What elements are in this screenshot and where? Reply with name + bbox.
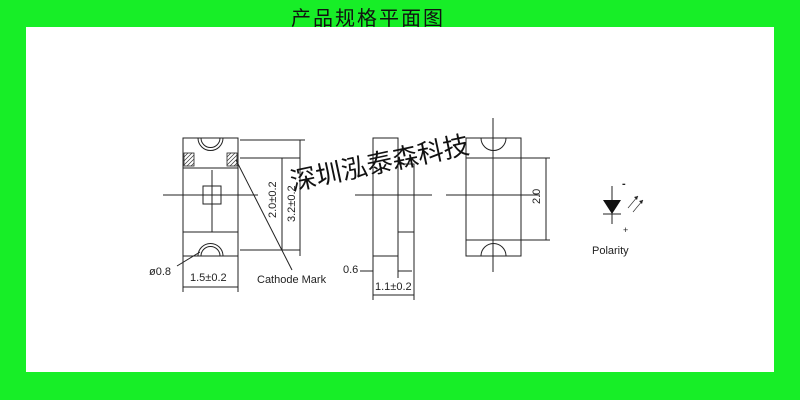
cathode-mark-label: Cathode Mark: [257, 274, 327, 286]
side-dome: [397, 163, 415, 233]
polarity-label: Polarity: [592, 245, 629, 257]
cathode-leader: [235, 159, 293, 271]
thickness-label: 1.1±0.2: [375, 281, 412, 293]
page-title: 产品规格平面图: [0, 2, 800, 31]
polarity-symbol: [603, 186, 644, 224]
width-label: 1.5±0.2: [190, 272, 227, 284]
title-text: 产品规格平面图: [291, 6, 445, 30]
top-view: [163, 137, 305, 292]
top-hole-inner: [200, 137, 221, 148]
pad-height-label: 2.0±0.2: [267, 181, 279, 218]
bottom-hole-outer: [197, 243, 224, 257]
bottom-hole-inner: [200, 246, 221, 257]
drawing-panel: [26, 27, 774, 372]
top-view-body: [182, 137, 239, 257]
emission-arrows-icon: [627, 195, 644, 213]
minus-sign: -: [622, 178, 626, 190]
plus-sign: +: [623, 225, 628, 235]
diode-triangle: [603, 200, 621, 214]
cathode-mark-left: [183, 152, 195, 167]
total-height-label: 3.2±0.2: [286, 185, 298, 222]
watermark-text: 深圳泓泰森科技: [288, 131, 472, 198]
bottom-view: [446, 118, 550, 272]
side-view: [355, 137, 432, 300]
bottom-height-label: 2.0: [531, 189, 543, 204]
hole-diameter-label: ø0.8: [149, 266, 171, 278]
hole-leader: [176, 251, 201, 267]
top-hole-outer: [197, 137, 224, 151]
cathode-mark-right: [226, 152, 238, 167]
step-label: 0.6: [343, 264, 358, 276]
